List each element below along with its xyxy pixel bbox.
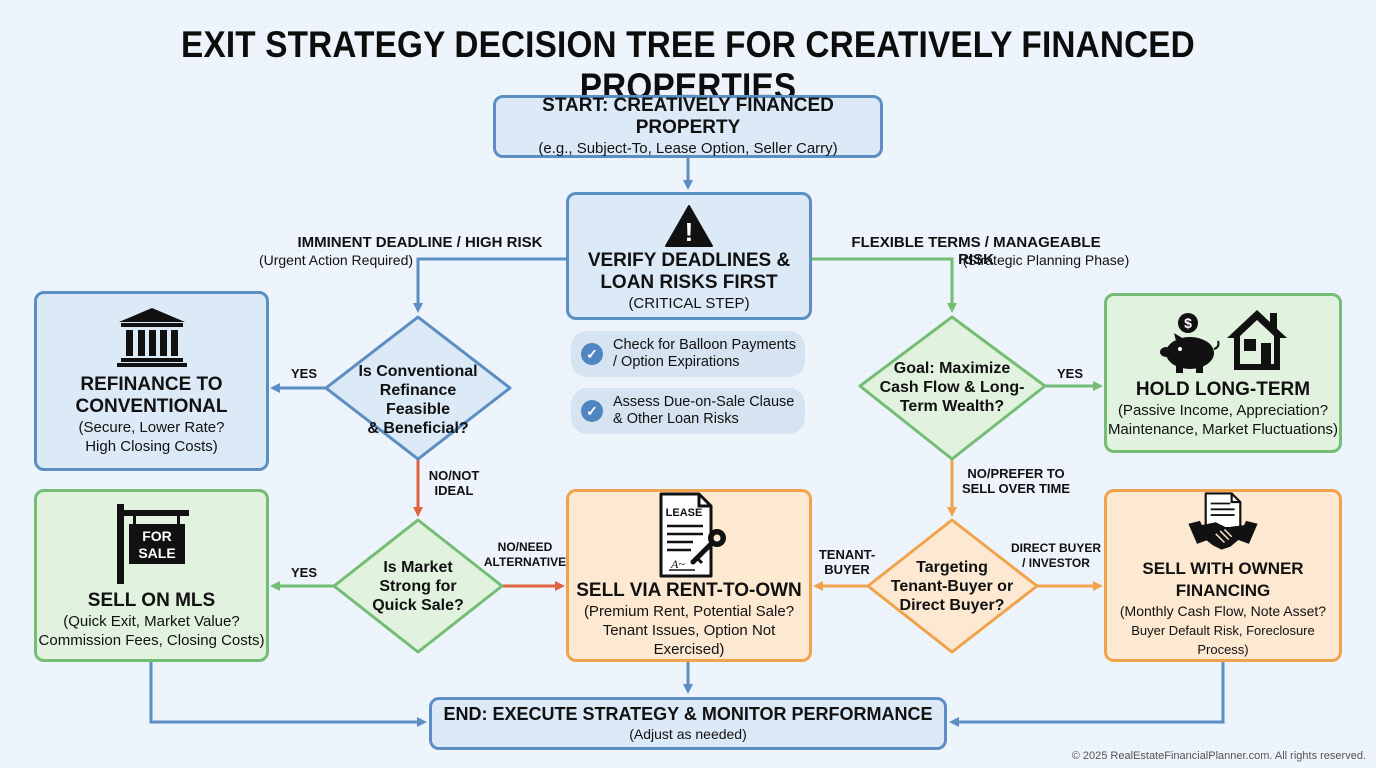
diamond-market-text: Is Market Strong for Quick Sale? <box>358 558 478 615</box>
sign-text-for: FOR <box>142 528 172 544</box>
coin-text: $ <box>1184 315 1192 331</box>
check-item-due-on-sale: ✓ Assess Due-on-Sale Clause& Other Loan … <box>571 388 805 434</box>
diamond-refi-text: Is Conventional Refinance Feasible & Ben… <box>346 362 490 438</box>
for-sale-sign-icon: FOR SALE <box>116 503 189 584</box>
piggy-bank-icon: $ <box>1160 313 1220 373</box>
edge-direct-line2: / INVESTOR <box>1022 556 1090 570</box>
owner-financing-node: SELL WITH OWNER FINANCING (Monthly Cash … <box>1104 489 1342 662</box>
hold-long-term-node: $ HOLD LONG-TERM (Passive Income, Apprec… <box>1104 293 1342 453</box>
diamond-goal-text: Goal: Maximize Cash Flow & Long- Term We… <box>876 359 1028 416</box>
arrow-verify-goal <box>810 257 957 313</box>
start-title: START: CREATIVELY FINANCED PROPERTY <box>542 95 834 138</box>
branch-left-label: IMMINENT DEADLINE / HIGH RISK <box>297 234 543 251</box>
arrow-verify-refi <box>413 257 566 313</box>
edge-refi-no: NO/NOT IDEAL <box>418 468 490 498</box>
verify-node: ! VERIFY DEADLINES & LOAN RISKS FIRST (C… <box>566 192 812 320</box>
edge-market-no: NO/NEED ALTERNATIVE <box>482 540 568 570</box>
mls-title: SELL ON MLS <box>87 589 216 611</box>
arrow-mls-end <box>149 662 427 727</box>
branch-right-note: (Strategic Planning Phase) <box>962 252 1130 268</box>
diamond-market-line1: Is Market <box>383 559 453 576</box>
diamond-goal-line1: Goal: Maximize <box>893 360 1011 377</box>
start-subtitle: (e.g., Subject-To, Lease Option, Seller … <box>538 140 838 157</box>
owner-sub-line1: (Monthly Cash Flow, Note Asset? <box>1119 603 1327 619</box>
end-subtitle: (Adjust as needed) <box>629 726 747 742</box>
diamond-target-line3: Direct Buyer? <box>899 597 1005 614</box>
rto-sub-line1: (Premium Rent, Potential Sale? <box>583 603 795 620</box>
bank-icon <box>116 308 187 367</box>
end-node: END: EXECUTE STRATEGY & MONITOR PERFORMA… <box>429 697 947 750</box>
handshake-contract-icon <box>1188 492 1258 550</box>
sign-text-sale: SALE <box>138 545 175 561</box>
hold-sub-line2: Maintenance, Market Fluctuations) <box>1107 421 1339 438</box>
edge-refi-no-line1: NO/NOT <box>428 468 480 483</box>
edge-market-no-line2: ALTERNATIVE <box>483 555 567 569</box>
mls-sub-line2: Commission Fees, Closing Costs) <box>38 631 265 649</box>
diamond-market-shape <box>332 518 504 654</box>
branch-left-note: (Urgent Action Required) <box>258 252 414 268</box>
hold-sub-line1: (Passive Income, Appreciation? <box>1117 402 1329 419</box>
edge-tenant-line2: BUYER <box>824 562 870 577</box>
lease-doc-text: LEASE <box>666 507 703 519</box>
edge-goal-no-line2: SELL OVER TIME <box>961 481 1071 496</box>
refinance-sub-line2: High Closing Costs) <box>85 438 218 455</box>
owner-title: SELL WITH OWNER FINANCING <box>1142 559 1304 600</box>
lease-key-icon: LEASE A~ <box>659 492 726 578</box>
check-due-line2: & Other Loan Risks <box>613 411 739 427</box>
verify-title-line2: LOAN RISKS FIRST <box>600 271 778 293</box>
check-icon: ✓ <box>581 400 603 422</box>
check-icon: ✓ <box>581 343 603 365</box>
edge-tenant-line1: TENANT- <box>818 547 876 562</box>
copyright-text: © 2025 RealEstateFinancialPlanner.com. A… <box>1071 750 1366 762</box>
mls-sub-line1: (Quick Exit, Market Value? <box>63 612 240 630</box>
edge-market-yes: YES <box>290 565 317 580</box>
diamond-refi-line1: Is Conventional <box>358 363 478 380</box>
house-icon <box>1227 310 1287 370</box>
diamond-target-text: Targeting Tenant-Buyer or Direct Buyer? <box>882 558 1022 615</box>
check-balloon-line1: Check for Balloon Payments <box>613 337 796 353</box>
sell-mls-node: FOR SALE SELL ON MLS (Quick Exit, Market… <box>34 489 269 662</box>
diamond-refi-line3: & Beneficial? <box>367 420 469 437</box>
end-title: END: EXECUTE STRATEGY & MONITOR PERFORMA… <box>443 704 933 724</box>
rto-sub-line2: Tenant Issues, Option Not Exercised) <box>602 622 776 658</box>
warning-glyph: ! <box>685 217 694 247</box>
check-due-line1: Assess Due-on-Sale Clause <box>613 394 795 410</box>
warning-icon: ! <box>665 204 713 247</box>
diamond-goal-shape <box>858 315 1047 461</box>
edge-direct-line1: DIRECT BUYER <box>1010 541 1101 555</box>
refinance-title-line2: CONVENTIONAL <box>75 396 228 417</box>
diamond-refi-shape <box>324 315 512 461</box>
arrow-owner-end <box>949 662 1225 727</box>
diamond-market-line3: Quick Sale? <box>372 597 464 614</box>
refinance-sub-line1: (Secure, Lower Rate? <box>78 419 225 436</box>
diamond-goal-line3: Term Wealth? <box>899 398 1005 415</box>
rto-title: SELL VIA RENT-TO-OWN <box>576 580 802 601</box>
edge-refi-yes: YES <box>290 366 317 381</box>
edge-goal-no: NO/PREFER TO SELL OVER TIME <box>958 466 1074 496</box>
verify-title-line1: VERIFY DEADLINES & <box>587 249 791 271</box>
diamond-target-line2: Tenant-Buyer or <box>890 578 1014 595</box>
check-balloon-line2: / Option Expirations <box>613 354 740 370</box>
edge-tenant-buyer: TENANT- BUYER <box>812 547 882 577</box>
diamond-market-line2: Strong for <box>379 578 457 595</box>
edge-market-no-line1: NO/NEED <box>497 540 553 554</box>
refinance-node: REFINANCE TO CONVENTIONAL (Secure, Lower… <box>34 291 269 471</box>
rent-to-own-node: LEASE A~ SELL VIA RENT-TO-OWN (Premium R… <box>566 489 812 662</box>
edge-direct-buyer: DIRECT BUYER / INVESTOR <box>1010 541 1102 571</box>
check-item-balloon: ✓ Check for Balloon Payments/ Option Exp… <box>571 331 805 377</box>
edge-refi-no-line2: IDEAL <box>434 483 474 498</box>
verify-subtitle: (CRITICAL STEP) <box>628 294 750 312</box>
branch-right-label: FLEXIBLE TERMS / MANAGEABLE RISK <box>851 234 1101 268</box>
hold-title: HOLD LONG-TERM <box>1135 379 1311 400</box>
edge-goal-yes: YES <box>1056 366 1083 381</box>
owner-sub-line2: Buyer Default Risk, Foreclosure Process) <box>1131 623 1315 657</box>
start-node: START: CREATIVELY FINANCED PROPERTY (e.g… <box>493 95 883 158</box>
diamond-target-line1: Targeting <box>916 559 988 576</box>
signature-text: A~ <box>670 557 685 571</box>
diamond-target-shape <box>866 518 1039 654</box>
diamond-refi-line2: Refinance Feasible <box>379 382 457 418</box>
diamond-goal-line2: Cash Flow & Long- <box>879 379 1025 396</box>
refinance-title-line1: REFINANCE TO <box>80 374 223 395</box>
edge-goal-no-line1: NO/PREFER TO <box>967 466 1065 481</box>
